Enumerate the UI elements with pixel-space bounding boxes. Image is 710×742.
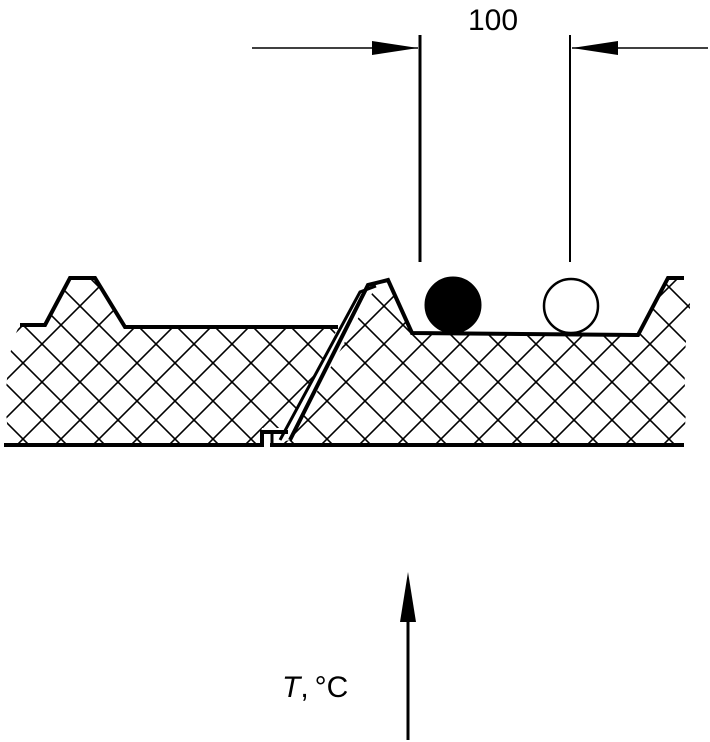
right-panel-core bbox=[268, 278, 690, 445]
dimension-annotation: 100 bbox=[252, 4, 708, 262]
joint-tongue-line bbox=[278, 284, 377, 441]
left-panel-core bbox=[5, 278, 338, 445]
left-panel bbox=[4, 276, 338, 447]
temperature-indicator: T,°C bbox=[282, 572, 416, 740]
arrowhead-right bbox=[572, 41, 618, 55]
temperature-symbol: T bbox=[282, 671, 303, 704]
right-panel-top-skin bbox=[288, 276, 684, 441]
left-panel-top-skin bbox=[20, 276, 338, 329]
dimension-value: 100 bbox=[468, 4, 518, 37]
left-panel-bottom-skin bbox=[4, 430, 288, 447]
filled-marker bbox=[424, 276, 482, 334]
temperature-separator: , bbox=[300, 671, 308, 704]
temperature-arrowhead bbox=[400, 572, 416, 622]
arrowhead-left bbox=[372, 41, 418, 55]
temperature-label: T,°C bbox=[282, 671, 348, 704]
temperature-unit: °C bbox=[315, 671, 349, 704]
joint-step bbox=[262, 430, 274, 445]
open-marker bbox=[542, 277, 600, 335]
right-panel bbox=[262, 276, 690, 447]
